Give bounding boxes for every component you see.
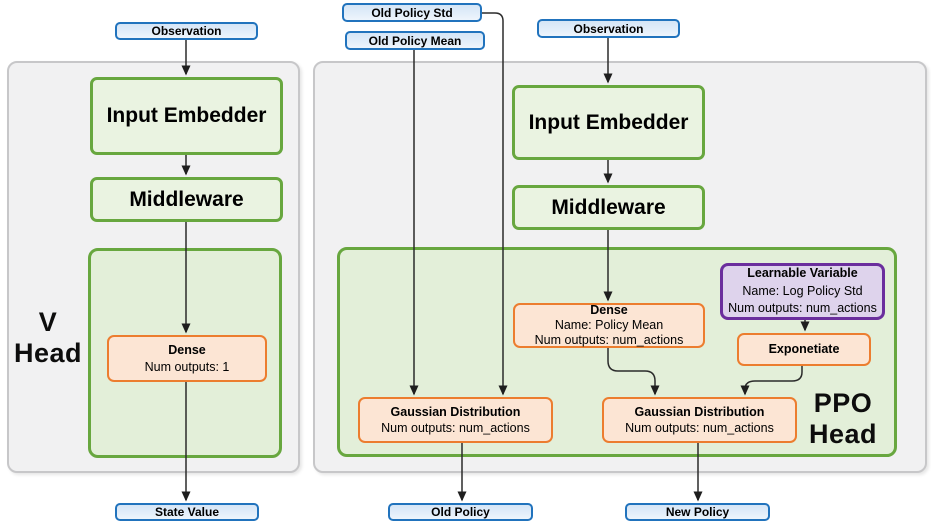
state-value-label: State Value [154, 505, 220, 519]
ppo-head-label: PPO Head [797, 388, 889, 450]
v-observation-label: Observation [151, 24, 222, 38]
gaussian-distribution-new-box: Gaussian Distribution Num outputs: num_a… [602, 397, 797, 443]
ppo-middleware-box: Middleware [512, 185, 705, 230]
v-head-label: V Head [8, 307, 88, 369]
v-input-embedder-label: Input Embedder [106, 104, 267, 127]
v-middleware-label: Middleware [129, 187, 244, 211]
v-dense-title: Dense [168, 343, 206, 358]
new-policy-label: New Policy [665, 505, 730, 519]
new-policy-box: New Policy [625, 503, 770, 521]
v-middleware-box: Middleware [90, 177, 283, 222]
exponetiate-box: Exponetiate [737, 333, 871, 366]
state-value-box: State Value [115, 503, 259, 521]
ppo-input-embedder-label: Input Embedder [528, 110, 689, 134]
ppo-head-label-line2: Head [808, 419, 878, 450]
old-policy-mean-box: Old Policy Mean [345, 31, 485, 50]
v-dense-num-outputs: Num outputs: 1 [144, 359, 230, 374]
old-policy-box: Old Policy [388, 503, 533, 521]
v-head-label-line2: Head [13, 338, 83, 369]
ppo-dense-box: Dense Name: Policy Mean Num outputs: num… [513, 303, 705, 348]
learnable-variable-name: Name: Log Policy Std [742, 283, 863, 298]
ppo-input-embedder-box: Input Embedder [512, 85, 705, 160]
old-policy-label: Old Policy [431, 505, 490, 519]
ppo-dense-num-outputs: Num outputs: num_actions [534, 332, 684, 347]
ppo-observation-box: Observation [537, 19, 680, 38]
gaussian-new-title: Gaussian Distribution [634, 404, 765, 419]
ppo-dense-name: Name: Policy Mean [554, 318, 664, 333]
ppo-observation-label: Observation [573, 21, 644, 36]
old-policy-std-box: Old Policy Std [342, 3, 482, 22]
old-policy-std-label: Old Policy Std [371, 5, 453, 20]
gaussian-old-title: Gaussian Distribution [390, 404, 521, 419]
ppo-head-label-line1: PPO [813, 388, 873, 418]
gaussian-old-num-outputs: Num outputs: num_actions [381, 421, 530, 435]
gaussian-distribution-old-box: Gaussian Distribution Num outputs: num_a… [358, 397, 553, 443]
learnable-variable-num-outputs: Num outputs: num_actions [728, 301, 877, 316]
v-head-label-line1: V [38, 307, 58, 337]
old-policy-mean-label: Old Policy Mean [368, 33, 462, 48]
v-observation-box: Observation [115, 22, 258, 40]
exponetiate-label: Exponetiate [768, 342, 840, 357]
v-dense-box: Dense Num outputs: 1 [107, 335, 267, 382]
v-input-embedder-box: Input Embedder [90, 77, 283, 155]
ppo-dense-title: Dense [590, 303, 628, 318]
learnable-variable-title: Learnable Variable [747, 266, 858, 281]
learnable-variable-box: Learnable Variable Name: Log Policy Std … [720, 263, 885, 320]
gaussian-new-num-outputs: Num outputs: num_actions [625, 421, 774, 435]
ppo-middleware-label: Middleware [551, 195, 666, 219]
